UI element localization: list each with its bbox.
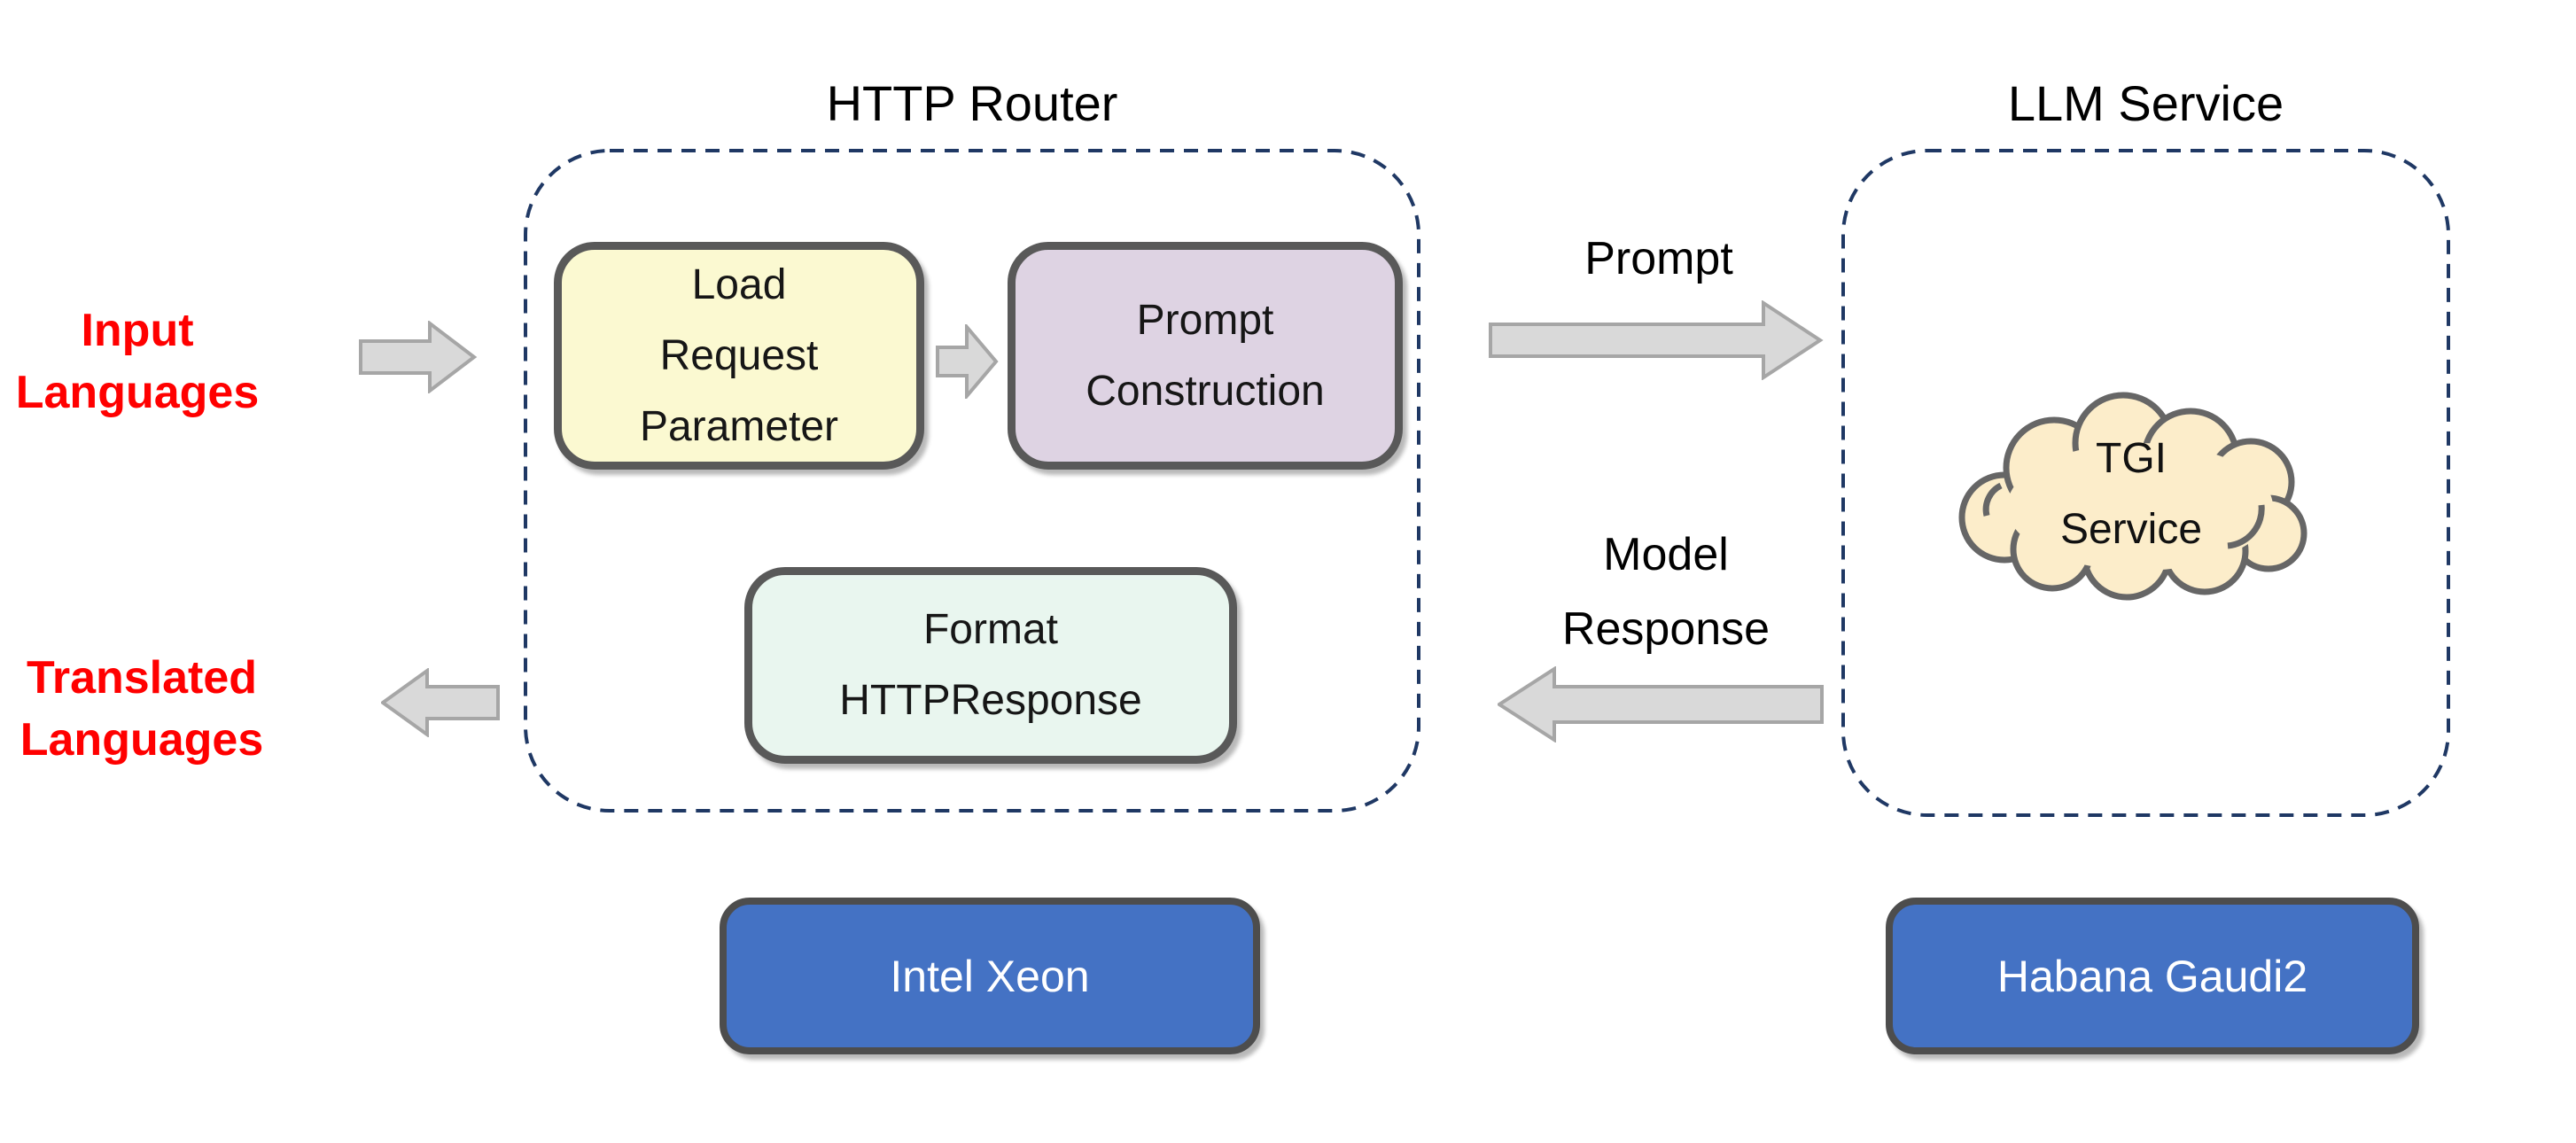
node-load-request-parameter: Load Request Parameter xyxy=(554,242,924,470)
tgi-service-line1: TGI xyxy=(2096,435,2167,482)
input-languages-label: Input Languages xyxy=(9,299,266,424)
node-prompt-construction-line2: Construction xyxy=(1086,367,1325,415)
prompt-flow-label: Prompt xyxy=(1584,233,1733,284)
node-load-request-parameter-line3: Parameter xyxy=(639,402,839,450)
tgi-service-line2: Service xyxy=(2059,506,2203,553)
translated-languages-line1: Translated xyxy=(26,652,258,704)
http-router-frame xyxy=(524,149,1420,813)
model-response-label: Model Response xyxy=(1506,517,1825,666)
prompt-arrow-icon xyxy=(1489,300,1824,380)
node-format-httpresponse-line1: Format xyxy=(922,606,1058,653)
node-format-httpresponse-line2: HTTPResponse xyxy=(839,677,1142,724)
node-prompt-construction: Prompt Construction xyxy=(1008,242,1403,470)
input-languages-line1: Input xyxy=(81,305,194,356)
node-format-httpresponse: Format HTTPResponse xyxy=(744,567,1237,764)
llm-service-title: LLM Service xyxy=(2007,75,2284,131)
input-languages-line2: Languages xyxy=(15,367,260,418)
model-response-arrow-icon xyxy=(1498,666,1824,743)
habana-gaudi2-label: Habana Gaudi2 xyxy=(1996,951,2308,1001)
intel-xeon-chip: Intel Xeon xyxy=(720,898,1260,1054)
translated-arrow-icon xyxy=(381,668,500,737)
node-prompt-construction-line1: Prompt xyxy=(1136,296,1274,344)
model-response-line1: Model xyxy=(1603,529,1729,580)
node-load-request-parameter-line2: Request xyxy=(659,331,819,379)
tgi-service-label: TGI Service xyxy=(1932,424,2331,565)
llm-service-frame xyxy=(1841,149,2450,817)
intel-xeon-label: Intel Xeon xyxy=(890,951,1090,1001)
translated-languages-line2: Languages xyxy=(19,714,264,766)
arrow-load-to-prompt-icon xyxy=(936,324,999,399)
http-router-title: HTTP Router xyxy=(826,75,1118,131)
habana-gaudi2-chip: Habana Gaudi2 xyxy=(1886,898,2419,1054)
model-response-line2: Response xyxy=(1561,603,1771,655)
translated-languages-label: Translated Languages xyxy=(13,647,270,771)
node-load-request-parameter-line1: Load xyxy=(691,260,787,308)
tgi-service-cloud-icon xyxy=(1958,392,2308,601)
input-arrow-icon xyxy=(359,321,478,393)
